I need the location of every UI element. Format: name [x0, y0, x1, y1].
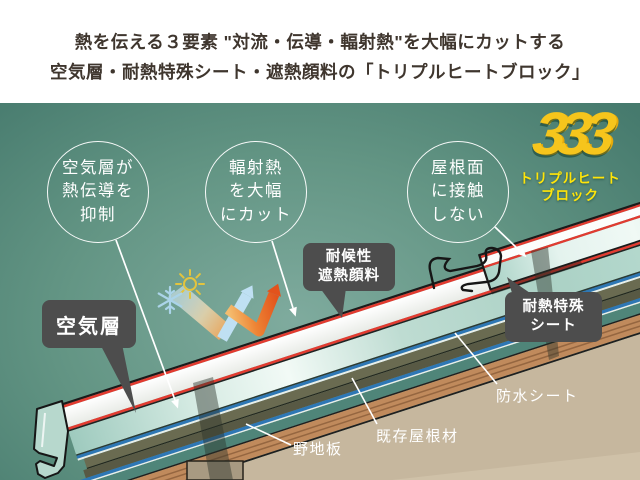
sheathing-layer	[104, 294, 640, 480]
snowflake-icon	[157, 285, 183, 315]
existing-roof-cut-face	[186, 460, 244, 480]
air-layer-badge-label: 空気層	[56, 315, 122, 338]
logo-name-line-1: トリプルヒート	[519, 171, 621, 186]
pigment-badge: 耐候性 遮熱顔料	[303, 243, 395, 291]
fastener-shadow-left	[193, 377, 233, 480]
heat-sheet-badge: 耐熱特殊 シート	[505, 292, 602, 342]
logo-name-line-2: ブロック	[541, 188, 599, 203]
air-layer-badge: 空気層	[42, 300, 136, 348]
seam-clip	[428, 246, 503, 293]
callout-radiant-heat-line1: 輻射熱	[229, 158, 283, 177]
callout-air-layer: 空気層が 熱伝導を 抑制	[47, 141, 149, 243]
callout-no-contact-line2: に接触	[431, 182, 485, 201]
waterproof-sheet-label: 防水シート	[496, 388, 579, 405]
label-leader-lines	[245, 332, 498, 446]
heat-sheet-badge-line2: シート	[530, 318, 577, 334]
existing-roof-label: 既存屋根材	[376, 428, 459, 445]
pigment-badge-line2: 遮熱顔料	[318, 268, 380, 284]
sheathing-board-label: 野地板	[293, 441, 343, 458]
callout-pointer-lines	[115, 226, 527, 409]
existing-roof-lower-plane	[392, 452, 640, 480]
sun-icon	[175, 269, 205, 299]
heat-sheet-badge-line1: 耐熱特殊	[522, 298, 585, 315]
callout-air-layer-line3: 抑制	[80, 205, 116, 224]
triple-heat-block-logo: 333 トリプルヒート ブロック	[503, 100, 637, 204]
header-line-1: 熱を伝える３要素 "対流・伝導・輻射熱"を大幅にカットする	[74, 32, 566, 52]
callout-no-contact-line1: 屋根面	[431, 158, 485, 177]
eave-fold	[33, 400, 69, 479]
reflected-arrow-orange	[224, 283, 281, 337]
header: 熱を伝える３要素 "対流・伝導・輻射熱"を大幅にカットする 空気層・耐熱特殊シー…	[0, 0, 640, 103]
callout-radiant-heat-line3: にカット	[220, 205, 292, 224]
callout-air-layer-line2: 熱伝導を	[62, 182, 134, 201]
header-line-2: 空気層・耐熱特殊シート・遮熱顔料の「トリプルヒートブロック」	[50, 62, 590, 82]
callout-radiant-heat: 輻射熱 を大幅 にカット	[205, 141, 307, 243]
logo-333-mark: 333	[528, 100, 612, 167]
callout-radiant-heat-line2: を大幅	[229, 182, 283, 201]
badge-tails	[100, 277, 530, 413]
logo-name: トリプルヒート ブロック	[503, 170, 637, 204]
heat-beam	[168, 285, 232, 340]
callout-no-contact: 屋根面 に接触 しない	[407, 141, 509, 243]
pigment-badge-line1: 耐候性	[325, 248, 373, 265]
callout-no-contact-line3: しない	[431, 205, 485, 224]
callout-air-layer-line1: 空気層が	[62, 158, 134, 177]
